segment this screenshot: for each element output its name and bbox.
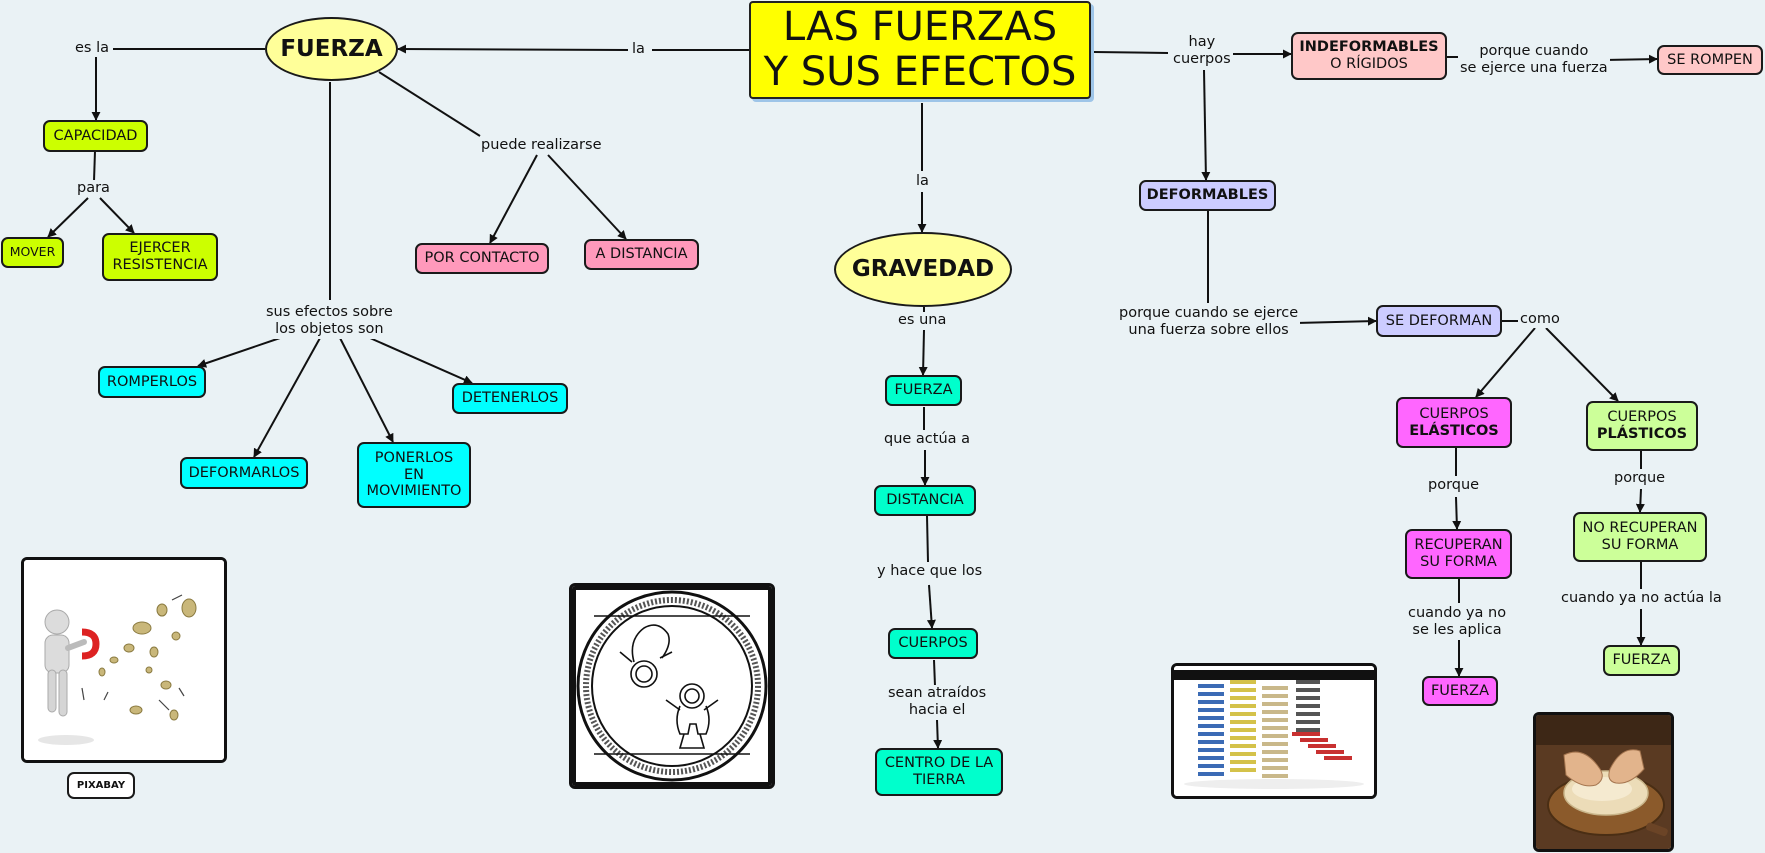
node-cuerpos-elasticos[interactable]: CUERPOS ELÁSTICOS: [1396, 397, 1512, 448]
label-la-mid: la: [914, 173, 931, 191]
label-la-top: la: [630, 41, 647, 59]
label-sus-efectos-l1: sus efectos sobre: [266, 304, 393, 320]
label-sus-efectos: sus efectos sobre los objetos son: [264, 304, 395, 339]
node-mover[interactable]: MOVER: [1, 237, 64, 268]
label-cuando-ya-no: cuando ya no se les aplica: [1406, 605, 1509, 640]
node-no-recuperan-l1: NO RECUPERAN: [1582, 520, 1698, 537]
node-indeformables[interactable]: INDEFORMABLES O RÍGIDOS: [1291, 32, 1447, 80]
node-se-rompen[interactable]: SE ROMPEN: [1657, 45, 1763, 75]
label-sean-atraidos-l1: sean atraídos: [888, 685, 987, 701]
node-por-contacto[interactable]: POR CONTACTO: [415, 243, 549, 274]
label-sean-atraidos: sean atraídos hacia el: [886, 685, 989, 720]
astronauts-icon: [572, 586, 772, 786]
label-porque-elasticos: porque: [1426, 477, 1482, 495]
label-es-una: es una: [896, 312, 949, 330]
label-hay-l2: cuerpos: [1173, 51, 1231, 68]
node-plasticos-l2: PLÁSTICOS: [1596, 426, 1688, 442]
label-para: para: [75, 180, 112, 198]
springs-icon: [1174, 666, 1374, 796]
node-gravedad-distancia[interactable]: DISTANCIA: [874, 485, 976, 516]
label-porque-cuando-ellos: porque cuando se ejerce una fuerza sobre…: [1117, 305, 1301, 340]
node-capacidad[interactable]: CAPACIDAD: [43, 120, 148, 152]
label-puede-realizarse: puede realizarse: [479, 137, 604, 155]
label-hay-l1: hay: [1188, 34, 1216, 50]
node-elasticos-fuerza[interactable]: FUERZA: [1422, 676, 1498, 706]
main-title[interactable]: LAS FUERZAS Y SUS EFECTOS: [749, 1, 1091, 99]
label-pc-ellos-l2: una fuerza sobre ellos: [1128, 322, 1289, 339]
label-sus-efectos-l2: los objetos son: [275, 321, 384, 338]
label-cuando-ya-no-actua: cuando ya no actúa la: [1559, 590, 1724, 608]
node-centro-l2: TIERRA: [913, 772, 965, 788]
node-no-recuperan-l2: SU FORMA: [1601, 537, 1679, 553]
node-elasticos-l2: ELÁSTICOS: [1409, 422, 1499, 439]
node-ejercer-l1: EJERCER: [129, 240, 191, 257]
main-title-line1: LAS FUERZAS: [782, 4, 1058, 50]
dough-hands-image: [1533, 712, 1674, 852]
label-cuando-ya-no-l1: cuando ya no: [1408, 605, 1507, 621]
label-porque-cuando-l2: se ejerce una fuerza: [1460, 60, 1608, 77]
node-recuperan-l2: SU FORMA: [1420, 554, 1497, 570]
label-y-hace: y hace que los: [875, 563, 985, 581]
node-centro-l1: CENTRO DE LA: [884, 755, 994, 772]
node-gravedad-fuerza[interactable]: FUERZA: [885, 375, 962, 406]
label-es-la: es la: [73, 40, 111, 58]
node-indeformables-l2: O RÍGIDOS: [1330, 56, 1408, 72]
node-ejercer-resistencia[interactable]: EJERCER RESISTENCIA: [102, 233, 218, 281]
node-cuerpos-plasticos[interactable]: CUERPOS PLÁSTICOS: [1586, 401, 1698, 451]
node-fuerza[interactable]: FUERZA: [265, 17, 398, 81]
node-detenerlos[interactable]: DETENERLOS: [452, 383, 568, 414]
label-hay-cuerpos: hay cuerpos: [1171, 34, 1233, 69]
astronauts-coloring-image: [569, 583, 775, 789]
label-cuando-ya-no-l2: se les aplica: [1412, 622, 1502, 639]
node-a-distancia[interactable]: A DISTANCIA: [584, 239, 699, 270]
node-no-recuperan-su-forma[interactable]: NO RECUPERAN SU FORMA: [1573, 512, 1707, 562]
node-recuperan-l1: RECUPERAN: [1414, 537, 1503, 554]
node-elasticos-l1: CUERPOS: [1419, 405, 1489, 422]
dough-hands-icon: [1536, 715, 1671, 849]
label-que-actua: que actúa a: [882, 431, 973, 449]
magnet-coins-image: [21, 557, 227, 763]
label-porque-plasticos: porque: [1612, 470, 1668, 488]
node-centro-tierra[interactable]: CENTRO DE LA TIERRA: [875, 748, 1003, 796]
node-ponerlos-en-movimiento[interactable]: PONERLOS EN MOVIMIENTO: [357, 442, 471, 508]
node-se-deforman[interactable]: SE DEFORMAN: [1376, 305, 1502, 337]
main-title-line2: Y SUS EFECTOS: [763, 49, 1077, 95]
node-recuperan-su-forma[interactable]: RECUPERAN SU FORMA: [1405, 529, 1512, 579]
pixabay-credit: PIXABAY: [67, 772, 135, 799]
node-deformarlos[interactable]: DEFORMARLOS: [180, 457, 308, 489]
node-plasticos-l1: CUERPOS: [1607, 409, 1677, 426]
node-gravedad[interactable]: GRAVEDAD: [834, 232, 1012, 307]
node-indeformables-l1: INDEFORMABLES: [1299, 39, 1439, 56]
label-porque-cuando: porque cuando se ejerce una fuerza: [1458, 43, 1610, 78]
springs-image: [1171, 663, 1377, 799]
label-pc-ellos-l1: porque cuando se ejerce: [1119, 305, 1299, 321]
node-deformables[interactable]: DEFORMABLES: [1139, 180, 1276, 211]
label-como: como: [1518, 311, 1562, 329]
label-sean-atraidos-l2: hacia el: [908, 702, 966, 719]
node-ponerlos-l2: EN: [403, 466, 424, 483]
node-plasticos-fuerza[interactable]: FUERZA: [1603, 645, 1680, 676]
node-romperlos[interactable]: ROMPERLOS: [98, 366, 206, 398]
label-porque-cuando-l1: porque cuando: [1479, 43, 1589, 59]
magnet-figure-icon: [24, 560, 224, 760]
node-ejercer-l2: RESISTENCIA: [112, 257, 208, 273]
node-gravedad-cuerpos[interactable]: CUERPOS: [888, 628, 978, 659]
node-ponerlos-l3: MOVIMIENTO: [366, 483, 462, 500]
node-ponerlos-l1: PONERLOS: [374, 449, 454, 466]
